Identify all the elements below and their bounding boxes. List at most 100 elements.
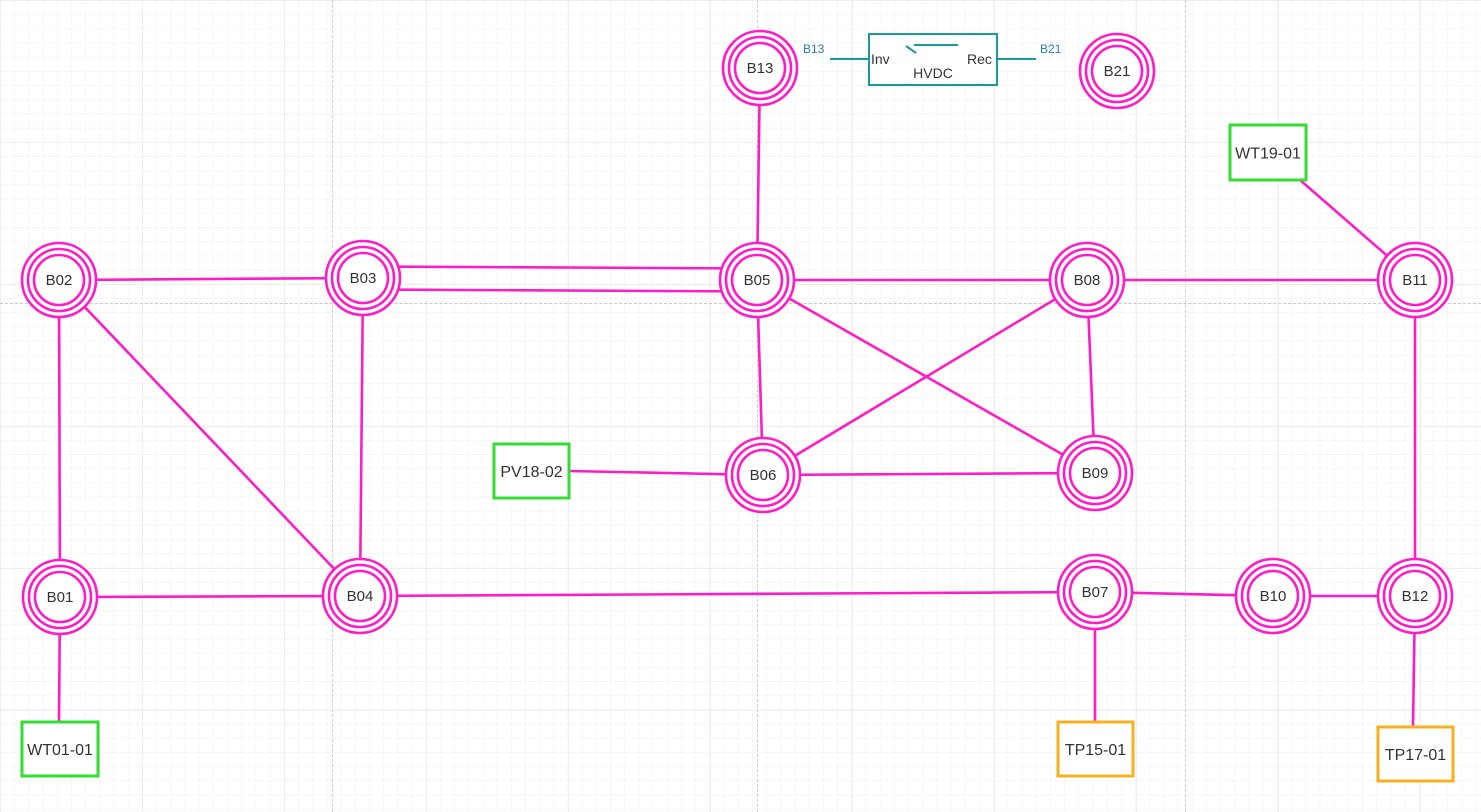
generator-tp17[interactable]: TP17-01: [1376, 725, 1455, 783]
bus-label: B08: [1074, 272, 1101, 289]
bus-ring: [324, 239, 402, 317]
generator-label: WT19-01: [1235, 146, 1301, 163]
bus-ring: [724, 247, 790, 313]
transmission-line[interactable]: [58, 279, 361, 597]
bus-ring: [1084, 38, 1150, 104]
bus-ring: [27, 564, 93, 630]
hvdc-inverter-label: Inv: [871, 51, 890, 67]
generator-box[interactable]: [492, 442, 571, 500]
generator-label: TP15-01: [1065, 742, 1126, 759]
bus-b04[interactable]: B04: [321, 557, 399, 635]
bus-label: B05: [744, 272, 771, 289]
bus-ring: [1060, 253, 1114, 307]
bus-ring: [321, 557, 399, 635]
bus-ring: [1056, 553, 1134, 631]
bus-ring: [1388, 253, 1442, 307]
bus-label: B10: [1260, 588, 1287, 605]
bus-ring: [1062, 559, 1128, 625]
bus-ring: [1048, 241, 1126, 319]
bus-ring: [1246, 569, 1300, 623]
bus-ring: [1090, 44, 1144, 98]
bus-ring: [1388, 569, 1442, 623]
hvdc-rectifier-label: Rec: [967, 51, 992, 67]
bus-label: B09: [1082, 465, 1109, 482]
bus-label: B04: [347, 588, 374, 605]
bus-ring: [20, 241, 98, 319]
transmission-line[interactable]: [762, 278, 1088, 477]
bus-b06[interactable]: B06: [724, 436, 802, 514]
bus-label: B12: [1402, 588, 1429, 605]
transmission-line[interactable]: [59, 594, 361, 599]
bus-b02[interactable]: B02: [20, 241, 98, 319]
bus-ring: [1068, 446, 1122, 500]
generator-box[interactable]: [1056, 720, 1135, 778]
bus-b13[interactable]: B13: [721, 29, 799, 107]
bus-b07[interactable]: B07: [1056, 553, 1134, 631]
bus-ring: [32, 253, 86, 307]
bus-b03[interactable]: B03: [324, 239, 402, 317]
bus-ring: [1068, 565, 1122, 619]
transmission-line[interactable]: [762, 471, 1096, 477]
generator-wt19[interactable]: WT19-01: [1228, 123, 1308, 182]
bus-ring: [330, 245, 396, 311]
bus-label: B02: [46, 272, 73, 289]
generator-label: TP17-01: [1385, 747, 1446, 764]
bus-label: B07: [1082, 584, 1109, 601]
bus-ring: [730, 253, 784, 307]
generator-wt01[interactable]: WT01-01: [20, 720, 100, 778]
transmission-line[interactable]: [363, 265, 758, 270]
generator-label: WT01-01: [27, 742, 93, 759]
generator-box[interactable]: [1376, 725, 1455, 783]
bus-ring: [727, 35, 793, 101]
bus-b09[interactable]: B09: [1056, 434, 1134, 512]
hvdc-from-port-label: B13: [803, 42, 825, 56]
transmission-line[interactable]: [58, 276, 364, 282]
bus-ring: [1234, 557, 1312, 635]
generator-tp15[interactable]: TP15-01: [1056, 720, 1135, 778]
bus-ring: [721, 29, 799, 107]
bus-ring: [336, 251, 390, 305]
generator-pv18[interactable]: PV18-02: [492, 442, 571, 500]
hvdc-to-port-label: B21: [1040, 42, 1062, 56]
hvdc-link[interactable]: Inv Rec HVDC B13 B21: [803, 33, 1062, 86]
bus-label: B21: [1104, 63, 1131, 80]
bus-b01[interactable]: B01: [21, 558, 99, 636]
generator-label: PV18-02: [500, 464, 562, 481]
hvdc-direction-mark: [905, 45, 917, 54]
transmission-line[interactable]: [359, 590, 1096, 598]
generator-box[interactable]: [1228, 123, 1308, 182]
transmission-line[interactable]: [57, 279, 62, 598]
bus-b08[interactable]: B08: [1048, 241, 1126, 319]
bus-ring: [730, 442, 796, 508]
transmission-line[interactable]: [358, 277, 365, 597]
hvdc-label: HVDC: [913, 65, 953, 81]
generator-box[interactable]: [20, 720, 100, 778]
bus-label: B01: [47, 589, 74, 606]
bus-b21[interactable]: B21: [1078, 32, 1156, 110]
bus-ring: [26, 247, 92, 313]
bus-ring: [733, 41, 787, 95]
bus-b05[interactable]: B05: [718, 241, 796, 319]
bus-b12[interactable]: B12: [1376, 557, 1454, 635]
bus-ring: [33, 570, 87, 624]
bus-ring: [1056, 434, 1134, 512]
bus-label: B03: [350, 270, 377, 287]
bus-ring: [1382, 563, 1448, 629]
bus-ring: [1376, 557, 1454, 635]
transmission-line[interactable]: [362, 288, 757, 293]
lines-layer: [57, 67, 1417, 728]
bus-b11[interactable]: B11: [1376, 241, 1454, 319]
bus-b10[interactable]: B10: [1234, 557, 1312, 635]
bus-ring: [21, 558, 99, 636]
bus-ring: [327, 563, 393, 629]
bus-ring: [724, 436, 802, 514]
bus-ring: [1062, 440, 1128, 506]
bus-ring: [1382, 247, 1448, 313]
bus-ring: [1376, 241, 1454, 319]
hvdc-converter-box[interactable]: [868, 33, 998, 86]
bus-label: B06: [750, 467, 777, 484]
bus-label: B13: [747, 60, 774, 77]
bus-ring: [1078, 32, 1156, 110]
